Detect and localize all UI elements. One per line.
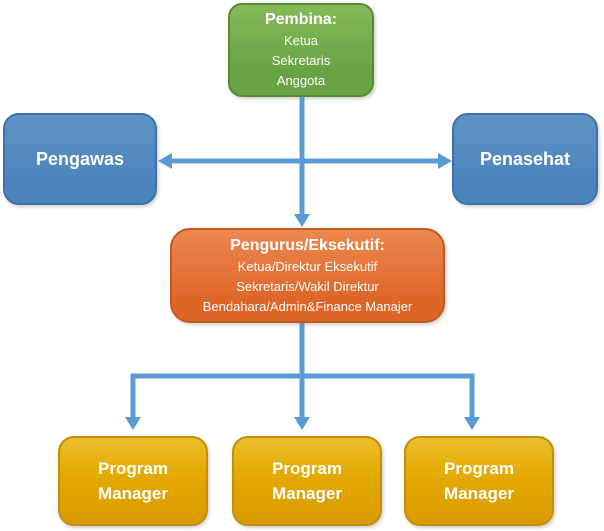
node-pengurus-line: Ketua/Direktur Eksekutif (237, 258, 378, 274)
arrowhead-left-pengawas-icon (158, 153, 172, 169)
connector-branch-line (130, 373, 475, 417)
node-program-manager-1: Program Manager (58, 436, 208, 526)
node-pengurus: Pengurus/Eksekutif: Ketua/Direktur Eksek… (170, 228, 445, 323)
node-pembina: Pembina: Ketua Sekretaris Anggota (228, 3, 374, 97)
node-program-manager-1-line: Program (98, 459, 168, 478)
node-program-manager-2-line: Program (272, 459, 342, 478)
node-pembina-line: Ketua (284, 33, 318, 48)
node-program-manager-3-line: Manager (444, 484, 514, 503)
node-program-manager-1-line: Manager (98, 484, 168, 503)
node-pembina-line: Sekretaris (271, 53, 331, 68)
arrowhead-down-pm3-icon (464, 417, 480, 430)
node-penasehat: Penasehat (452, 113, 598, 205)
node-pengurus-line: Bendahara/Admin&Finance Manajer (202, 298, 413, 314)
node-pengawas: Pengawas (3, 113, 157, 205)
node-program-manager-2-line: Manager (272, 484, 342, 503)
arrowhead-down-pm1-icon (125, 417, 141, 430)
node-pengurus-line: Sekretaris/Wakil Direktur (236, 278, 379, 294)
node-program-manager-3-line: Program (444, 459, 514, 478)
node-pembina-title: Pembina: (264, 11, 337, 28)
arrowhead-right-penasehat-icon (438, 153, 452, 169)
node-pengurus-title: Pengurus/Eksekutif: (230, 236, 385, 254)
arrowhead-down-pengurus-icon (294, 214, 310, 227)
node-program-manager-3: Program Manager (404, 436, 554, 526)
arrowhead-down-pm2-icon (294, 417, 310, 430)
node-pembina-line: Anggota (276, 73, 326, 88)
node-program-manager-2: Program Manager (232, 436, 382, 526)
node-pengawas-label: Pengawas (35, 149, 125, 169)
node-penasehat-label: Penasehat (479, 149, 571, 169)
